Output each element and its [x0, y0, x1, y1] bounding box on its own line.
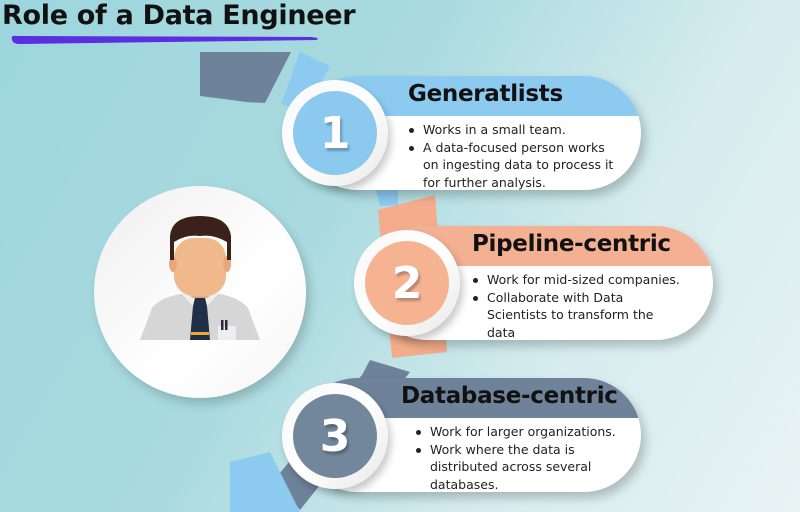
bullet-item: Work for larger organizations.: [415, 423, 616, 441]
step-badge-1: 1: [282, 80, 388, 186]
bullet-item: A data-focused person works on ingesting…: [408, 139, 613, 191]
bullet-item: Work for mid-sized companies.: [472, 271, 680, 289]
role-title: Database-centric: [401, 383, 618, 409]
bullet-item: Works in a small team.: [408, 121, 613, 139]
bullet-item: Work where the data is distributed acros…: [415, 441, 616, 493]
bullet-item: Collaborate with Data Scientists to tran…: [472, 289, 680, 341]
role-title: Pipeline-centric: [472, 231, 671, 257]
step-number: 2: [391, 257, 423, 309]
brush-underline: [11, 35, 318, 44]
role-bullets: Work for larger organizations. Work wher…: [415, 423, 616, 492]
role-bullets: Work for mid-sized companies. Collaborat…: [472, 271, 680, 340]
step-number: 3: [319, 410, 351, 462]
step-number: 1: [319, 107, 351, 159]
role-title: Generatlists: [408, 81, 563, 107]
person-in-shirt-and-tie-icon: [140, 216, 260, 340]
page-title: Role of a Data Engineer: [2, 0, 356, 31]
role-bullets: Works in a small team. A data-focused pe…: [408, 121, 613, 190]
step-badge-2: 2: [354, 230, 460, 336]
step-badge-3: 3: [282, 383, 388, 489]
avatar: [94, 186, 306, 398]
